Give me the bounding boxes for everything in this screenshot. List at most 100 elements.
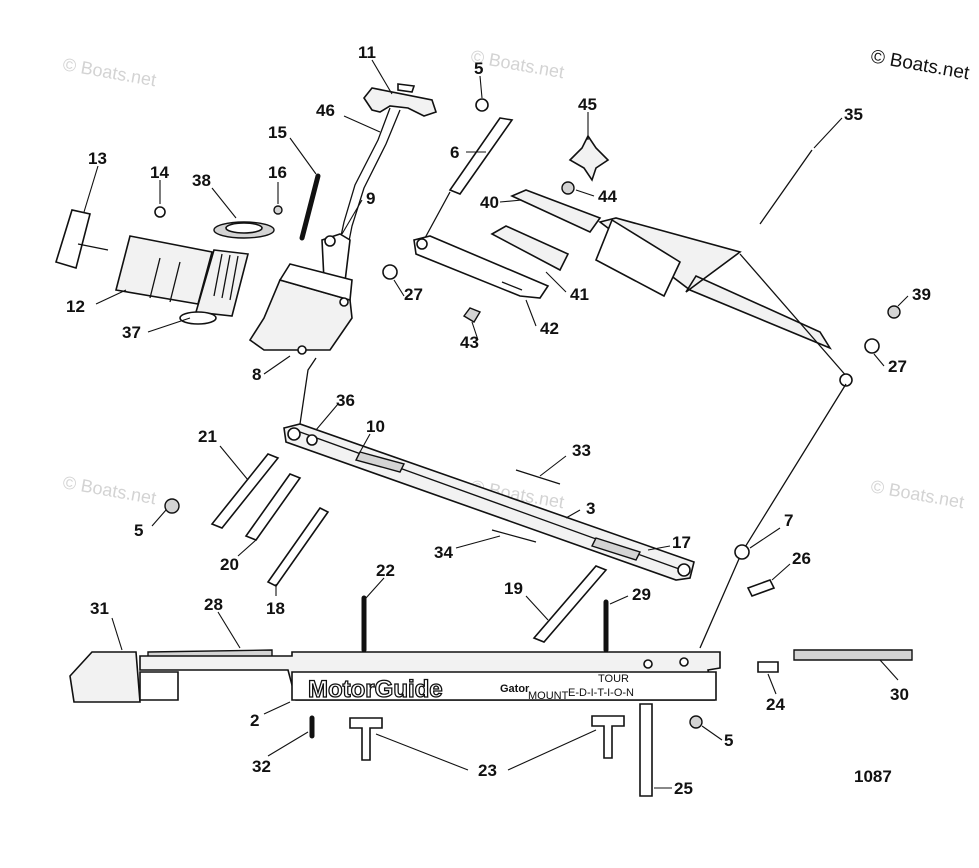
leader-13: [83, 165, 99, 213]
part-9-hole: [324, 235, 336, 247]
callout-19: 19: [504, 579, 523, 598]
callout-18: 18: [266, 599, 285, 618]
watermark: © Boats.net: [869, 476, 965, 512]
leader-19: [525, 595, 549, 621]
part-15-rod: [299, 173, 321, 241]
callout-40: 40: [480, 193, 499, 212]
callout-38: 38: [192, 171, 211, 190]
leader-43: [471, 321, 479, 341]
callout-45: 45: [578, 95, 597, 114]
watermark: © Boats.net: [469, 46, 565, 82]
part-6-link: [424, 191, 451, 239]
watermark: © Boats.net: [61, 54, 157, 90]
callout-5: 5: [474, 59, 483, 78]
part-5-washer-left: [164, 498, 180, 514]
callout-7: 7: [784, 511, 793, 530]
callout-35: 35: [844, 105, 863, 124]
part-7-linkage: [699, 383, 847, 649]
callout-24: 24: [766, 695, 785, 714]
part-5-washer: [475, 98, 489, 112]
leader-36: [315, 403, 339, 431]
part-5-washer-bottom: [689, 715, 703, 729]
part-44-washer: [561, 181, 575, 195]
part-8-hole: [297, 345, 307, 355]
part-23-foot-left: [349, 717, 383, 761]
callout-6: 6: [450, 143, 459, 162]
part-31-bracket-tab: [139, 671, 179, 701]
callout-22: 22: [376, 561, 395, 580]
part-33-34-guides: [491, 469, 561, 543]
part-24-clip: [757, 661, 779, 673]
part-37-spring-coils: [213, 253, 239, 301]
part-25-rod: [639, 703, 653, 797]
part-13-bolt-shaft: [77, 243, 109, 251]
leader-21: [219, 445, 249, 481]
leader-7: [749, 527, 781, 549]
leader-39: [897, 295, 909, 307]
leader-30: [879, 659, 899, 681]
part-42-link: [413, 235, 550, 299]
leader-20: [237, 539, 257, 557]
part-12-plate: [115, 235, 213, 305]
part-30-bar: [793, 649, 913, 661]
callout-30: 30: [890, 685, 909, 704]
part-38-disc-center: [225, 222, 263, 234]
part-35-pivot: [839, 373, 853, 387]
part-35-cable: [759, 149, 813, 225]
part-31-bracket: [69, 651, 141, 703]
callout-13: 13: [88, 149, 107, 168]
callout-31: 31: [90, 599, 109, 618]
edition-bottom: E-D-I-T-I-O-N: [568, 687, 634, 699]
callout-27: 27: [404, 285, 423, 304]
leader-32: [267, 731, 309, 757]
leader-27-left: [393, 279, 405, 297]
watermark: © Boats.net: [61, 472, 157, 508]
leader-8: [263, 355, 291, 375]
callout-27: 27: [888, 357, 907, 376]
callout-39: 39: [912, 285, 931, 304]
part-40-plate: [510, 189, 602, 234]
leader-26: [771, 563, 791, 581]
leader-2: [263, 701, 291, 715]
callout-41: 41: [570, 285, 589, 304]
callout-23: 23: [478, 761, 497, 780]
callout-33: 33: [572, 441, 591, 460]
part-18-rod: [266, 506, 330, 588]
mount-sub: MOUNT: [528, 690, 569, 702]
part-8-mount-top: [278, 263, 353, 302]
callout-2: 2: [250, 711, 259, 730]
part-2-label-plate: [291, 671, 717, 701]
callout-5: 5: [134, 521, 143, 540]
leader-5-bottom: [701, 725, 723, 741]
leader-17: [647, 545, 671, 551]
edition-top: TOUR: [598, 673, 629, 685]
leader-40: [499, 199, 523, 203]
leader-35: [813, 117, 843, 149]
leader-44: [575, 189, 595, 197]
part-35-link: [739, 253, 849, 379]
part-21-rod: [210, 453, 280, 529]
leader-34: [455, 535, 501, 549]
callout-10: 10: [366, 417, 385, 436]
callout-17: 17: [672, 533, 691, 552]
callout-42: 42: [540, 319, 559, 338]
part-27-washer-right: [864, 338, 880, 354]
callout-3: 3: [586, 499, 595, 518]
leader-28: [217, 611, 241, 649]
callout-11: 11: [358, 43, 376, 62]
leader-33: [539, 455, 567, 477]
callout-20: 20: [220, 555, 239, 574]
callout-28: 28: [204, 595, 223, 614]
part-8-hole: [339, 297, 349, 307]
callout-5: 5: [724, 731, 733, 750]
parts: [54, 83, 913, 797]
leader-12: [95, 289, 127, 305]
leader-27-right: [873, 353, 885, 367]
callout-37: 37: [122, 323, 141, 342]
callout-9: 9: [366, 189, 375, 208]
part-17-slider: [591, 537, 641, 561]
part-41-plate: [490, 225, 570, 272]
callout-44: 44: [598, 187, 617, 206]
part-11-handle: [363, 87, 438, 117]
